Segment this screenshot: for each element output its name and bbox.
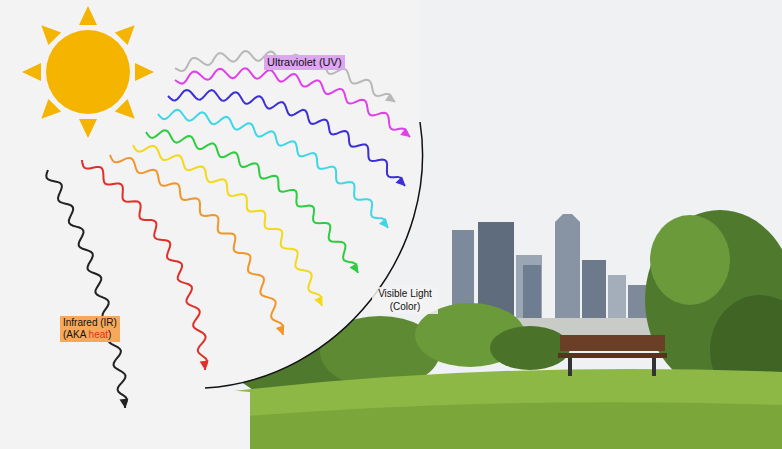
- sun-ray: [79, 6, 97, 25]
- arrow-head: [396, 176, 406, 186]
- spectrum-label: Visible Light (Color): [372, 287, 438, 314]
- wave-ray: [168, 90, 405, 186]
- arrow-head: [200, 361, 209, 370]
- arrow-head: [350, 263, 359, 273]
- label-box: Infrared (IR)(AKA heat): [60, 316, 120, 342]
- wave-ray: [46, 170, 127, 408]
- arrow-head: [120, 399, 129, 409]
- tree: [650, 215, 730, 305]
- arrow-head: [379, 218, 388, 228]
- wave-ray: [175, 51, 395, 102]
- sun-rays: [22, 6, 154, 138]
- bench-leg: [652, 358, 656, 376]
- wave-ray: [82, 160, 207, 370]
- sky: [200, 0, 782, 449]
- sun-ray: [22, 63, 41, 81]
- city-park-photo: [200, 0, 782, 449]
- sun-ray: [135, 63, 154, 81]
- arrow-head: [276, 325, 285, 335]
- sun-ray: [79, 119, 97, 138]
- tree: [490, 326, 570, 370]
- wave-ray: [175, 68, 410, 137]
- sun: [46, 30, 130, 114]
- arrow-head: [314, 296, 322, 306]
- sun-ray: [41, 25, 61, 45]
- spectrum-arc: [205, 122, 423, 388]
- label-text: Ultraviolet (UV): [267, 56, 342, 69]
- wave-ray: [146, 130, 358, 273]
- label-box: Ultraviolet (UV): [264, 55, 345, 70]
- bench-back: [560, 335, 665, 351]
- wave-ray: [133, 145, 322, 306]
- arrow-head: [400, 128, 410, 137]
- label-text: (AKA heat): [63, 329, 117, 341]
- sun-ray: [41, 99, 61, 119]
- arrow-head: [385, 93, 395, 102]
- bench-leg: [568, 358, 572, 376]
- sun-ray: [115, 99, 135, 119]
- bench-seat: [558, 353, 667, 358]
- grass-shade: [200, 402, 782, 449]
- grass: [200, 369, 782, 449]
- sun-ray: [115, 25, 135, 45]
- label-text: Infrared (IR): [63, 317, 117, 329]
